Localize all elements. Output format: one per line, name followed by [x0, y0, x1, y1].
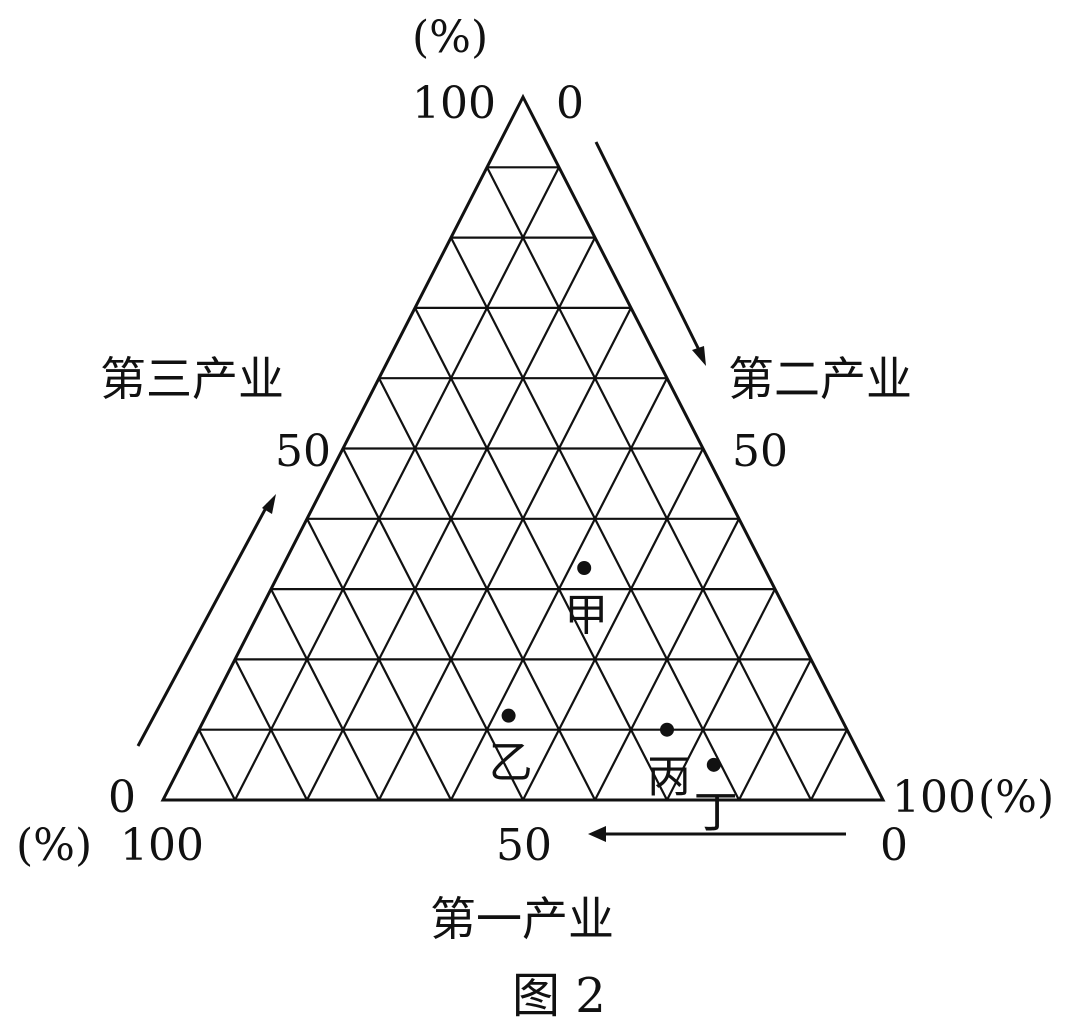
- primary-axis-label: 第一产业: [430, 892, 614, 946]
- tertiary-unit-label: (%): [412, 12, 488, 63]
- data-point-1: [501, 708, 516, 723]
- grid-line-right-parallel: [810, 729, 848, 801]
- data-point-label-1: 乙: [489, 738, 533, 789]
- tertiary-axis-label: 第三产业: [100, 352, 284, 406]
- grid-line-left-parallel: [342, 447, 524, 801]
- secondary-axis-label: 第二产业: [728, 352, 912, 406]
- secondary-axis-arrow: [594, 141, 702, 353]
- grid-line-right-parallel: [738, 658, 812, 801]
- secondary-tick-100: 100: [892, 772, 976, 823]
- primary-tick-50: 50: [496, 820, 552, 871]
- grid-line-left-parallel: [234, 658, 308, 801]
- tertiary-axis-arrow: [136, 503, 270, 747]
- figure-caption: 图 2: [512, 968, 606, 1024]
- secondary-unit-label: (%): [978, 772, 1054, 823]
- data-point-0: [577, 561, 592, 576]
- secondary-tick-0: 0: [556, 78, 584, 129]
- secondary-arrowhead: [692, 346, 706, 366]
- data-point-label-3: 丁: [694, 787, 738, 838]
- data-point-label-0: 甲: [564, 590, 608, 641]
- direction-arrows: [136, 141, 846, 842]
- grid-line-right-parallel: [234, 166, 560, 801]
- grid-line-left-parallel: [270, 588, 380, 801]
- grid-line-right-parallel: [522, 447, 704, 801]
- tertiary-tick-0: 0: [108, 772, 136, 823]
- grid-line-left-parallel: [414, 307, 668, 801]
- tertiary-tick-100: 100: [412, 78, 496, 129]
- grid-line-right-parallel: [378, 307, 632, 801]
- grid-line-right-parallel: [594, 518, 740, 801]
- grid-line-left-parallel: [486, 166, 812, 801]
- data-points: 甲乙 丙丁: [489, 561, 738, 838]
- data-point-label-2: 丙: [647, 752, 691, 803]
- primary-tick-100: 100: [120, 820, 204, 871]
- secondary-tick-50: 50: [732, 426, 788, 477]
- grid-line-right-parallel: [666, 588, 776, 801]
- grid-line-left-parallel: [306, 518, 452, 801]
- primary-tick-0: 0: [880, 820, 908, 871]
- data-point-2: [660, 722, 674, 737]
- triangle-grid: [160, 93, 886, 802]
- tertiary-arrowhead: [262, 494, 276, 514]
- primary-arrowhead: [588, 826, 606, 842]
- tertiary-tick-50: 50: [275, 426, 331, 477]
- grid-line-left-parallel: [198, 729, 236, 801]
- data-point-3: [706, 757, 721, 772]
- primary-unit-label: (%): [16, 820, 92, 871]
